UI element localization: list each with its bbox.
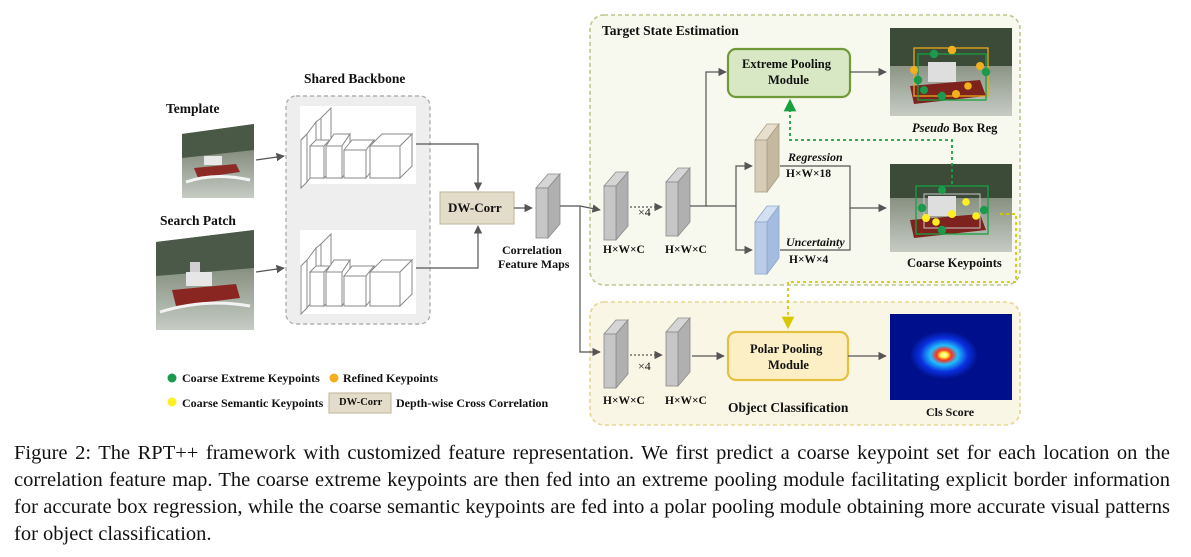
- target-state-title: Target State Estimation: [602, 23, 739, 38]
- arrow-to-uncertainty: [735, 206, 753, 255]
- legend-dwcorr-swatch: [328, 392, 392, 414]
- uncertainty-label: Uncertainty: [786, 235, 845, 249]
- dwcorr-label: DW-Corr: [448, 200, 502, 215]
- cls-feat1-dims: H×W×C: [603, 395, 645, 407]
- template-label: Template: [166, 101, 220, 116]
- merge-bracket-lower: [780, 208, 851, 251]
- cls-feature-1: [603, 318, 629, 390]
- correlation-feature-map: [535, 172, 561, 240]
- arrow-backbone-bottom-to-dwcorr: [416, 225, 483, 269]
- corr-maps-label-1: Correlation: [502, 243, 562, 257]
- regression-dims: H×W×18: [786, 168, 832, 180]
- extreme-pool-label-1: Extreme Pooling: [742, 57, 831, 71]
- backbone-bottom-cnn: [300, 230, 416, 316]
- legend-dwcorr-desc: Depth-wise Cross Correlation: [396, 396, 549, 410]
- target-repeat-label: ×4: [638, 205, 651, 219]
- yellow-feedback-arrow: [781, 213, 1017, 330]
- pseudo-box-label: Pseudo Box Reg: [912, 121, 997, 136]
- extreme-pooling-module: [726, 47, 852, 99]
- legend-orange-dot: [329, 373, 339, 383]
- polar-pool-label-1: Polar Pooling: [750, 342, 823, 356]
- dwcorr-box: [439, 191, 515, 225]
- regression-map: [754, 122, 780, 194]
- cls-feat2-dims: H×W×C: [665, 395, 707, 407]
- pseudo-word: Pseudo: [912, 121, 950, 135]
- target-feat1-dims: H×W×C: [603, 244, 645, 256]
- cls-repeat-label: ×4: [638, 359, 651, 373]
- shared-backbone-title: Shared Backbone: [304, 71, 406, 86]
- object-classification-title: Object Classification: [728, 400, 849, 415]
- cls-feature-2: [665, 316, 691, 388]
- legend-coarse-extreme: Coarse Extreme Keypoints: [182, 371, 320, 385]
- figure-caption: Figure 2: The RPT++ framework with custo…: [14, 442, 1170, 545]
- legend-green-dot: [167, 373, 177, 383]
- legend-coarse-semantic: Coarse Semantic Keypoints: [182, 396, 324, 410]
- search-patch-image: [156, 230, 254, 330]
- merge-bracket: [780, 165, 887, 213]
- target-feat2-dims: H×W×C: [665, 244, 707, 256]
- arrow-backbone-top-to-dwcorr: [416, 143, 483, 191]
- cls-score-heatmap: [890, 314, 1012, 400]
- cls-score-label: Cls Score: [926, 405, 975, 419]
- legend-dwcorr-tag: DW-Corr: [339, 397, 383, 408]
- uncertainty-map: [754, 204, 780, 276]
- arrow-corr-to-cls: [579, 206, 601, 357]
- legend-refined: Refined Keypoints: [343, 371, 439, 385]
- pseudo-box-image: [890, 28, 1012, 116]
- target-feature-1: [603, 170, 629, 242]
- regression-label: Regression: [788, 150, 843, 164]
- box-reg-word: Box Reg: [949, 121, 998, 135]
- target-feature-2: [665, 166, 691, 238]
- framework-diagram: [156, 14, 1021, 426]
- legend-yellow-dot: [167, 397, 177, 407]
- search-patch-label: Search Patch: [160, 213, 236, 228]
- extreme-pool-label-2: Module: [768, 73, 809, 87]
- coarse-keypoints-label: Coarse Keypoints: [907, 256, 1002, 270]
- polar-pool-label-2: Module: [768, 358, 809, 372]
- arrow-template-to-backbone: [255, 152, 285, 162]
- arrow-to-regression: [706, 161, 753, 207]
- backbone-top-cnn: [300, 106, 416, 190]
- corr-maps-label-2: Feature Maps: [498, 257, 570, 271]
- template-image: [182, 124, 254, 198]
- arrow-search-to-backbone: [255, 264, 285, 274]
- uncertainty-dims: H×W×4: [789, 254, 829, 266]
- coarse-keypoints-image: [890, 164, 1012, 252]
- arrow-to-extreme-pool: [690, 67, 727, 207]
